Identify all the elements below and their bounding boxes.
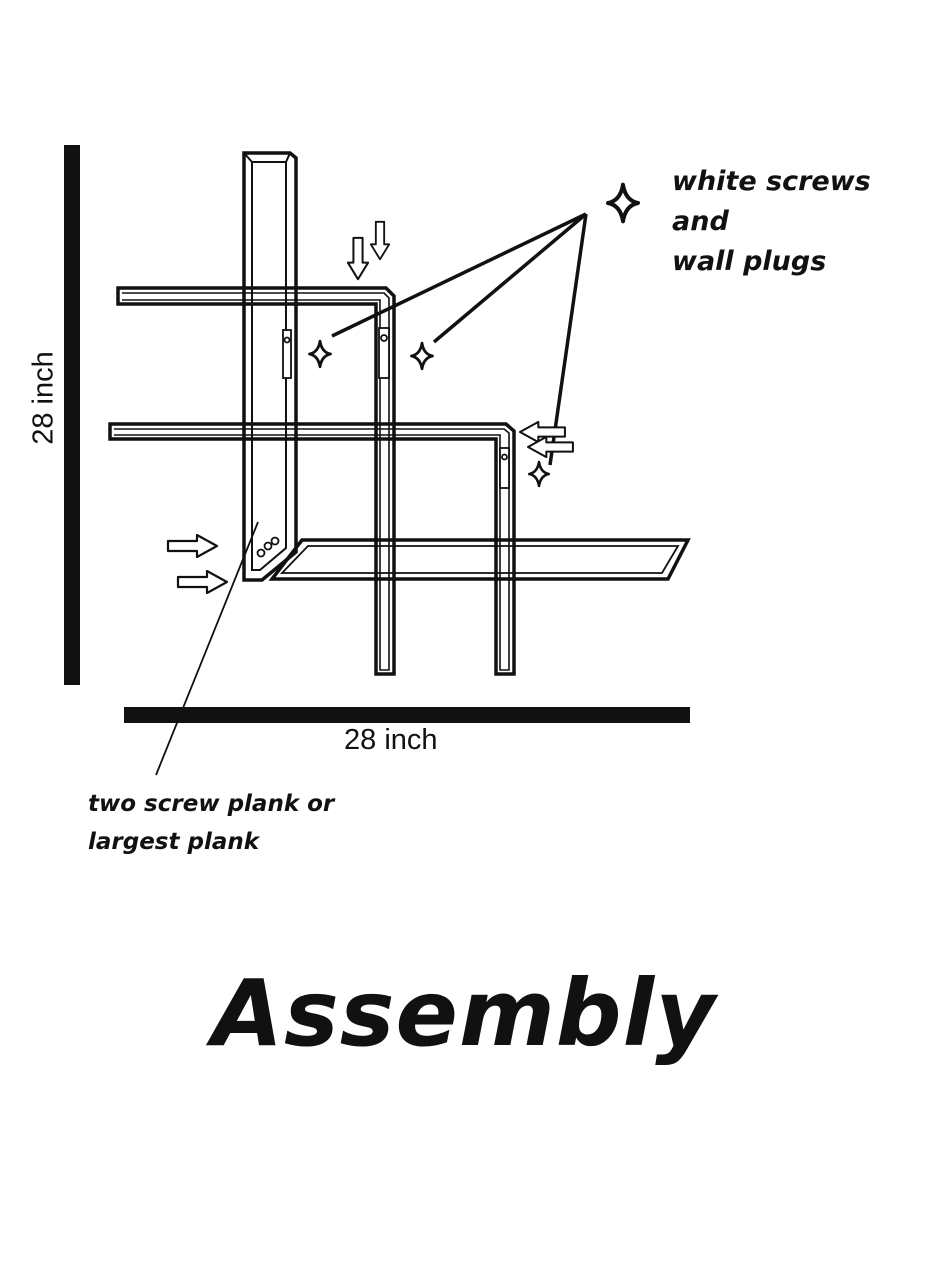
largest-plank [242, 151, 298, 582]
arrow-down-icon-1 [347, 236, 369, 281]
screw-star-icon-legend [608, 185, 638, 222]
bracket-left [282, 329, 292, 379]
screws-legend-line-2: wall plugs [672, 246, 827, 277]
upper-l-shelf [116, 286, 396, 676]
plank-screw-holes [256, 536, 280, 558]
plank-callout-label: two screw plank or largest plank [88, 785, 348, 861]
screw-star-icon-middle [409, 341, 435, 371]
arrow-right-icon-1 [166, 534, 219, 558]
screw-star-icon-left [307, 339, 333, 369]
screws-legend-line-1: white screws and [672, 166, 871, 237]
lower-l-shelf [108, 422, 516, 676]
bottom-shelf [268, 538, 691, 581]
leader-lines [155, 212, 588, 776]
height-dimension-bar [64, 145, 80, 685]
width-dimension-label: 28 inch [344, 724, 438, 756]
bracket-right [499, 447, 510, 489]
arrow-right-icon-2 [176, 570, 229, 594]
arrow-down-icon-2 [370, 220, 390, 261]
mounting-brackets [282, 327, 510, 489]
width-dimension-bar [124, 707, 690, 723]
screw-star-icon-right [527, 460, 551, 488]
height-dimension-label: 28 inch [27, 351, 60, 445]
page-title: Assembly [211, 960, 717, 1067]
plank-callout-line-2: largest plank [88, 829, 260, 855]
bracket-middle [378, 327, 390, 379]
screws-legend-label: white screws and wall plugs [672, 162, 922, 282]
plank-callout-line-1: two screw plank or [88, 791, 335, 817]
